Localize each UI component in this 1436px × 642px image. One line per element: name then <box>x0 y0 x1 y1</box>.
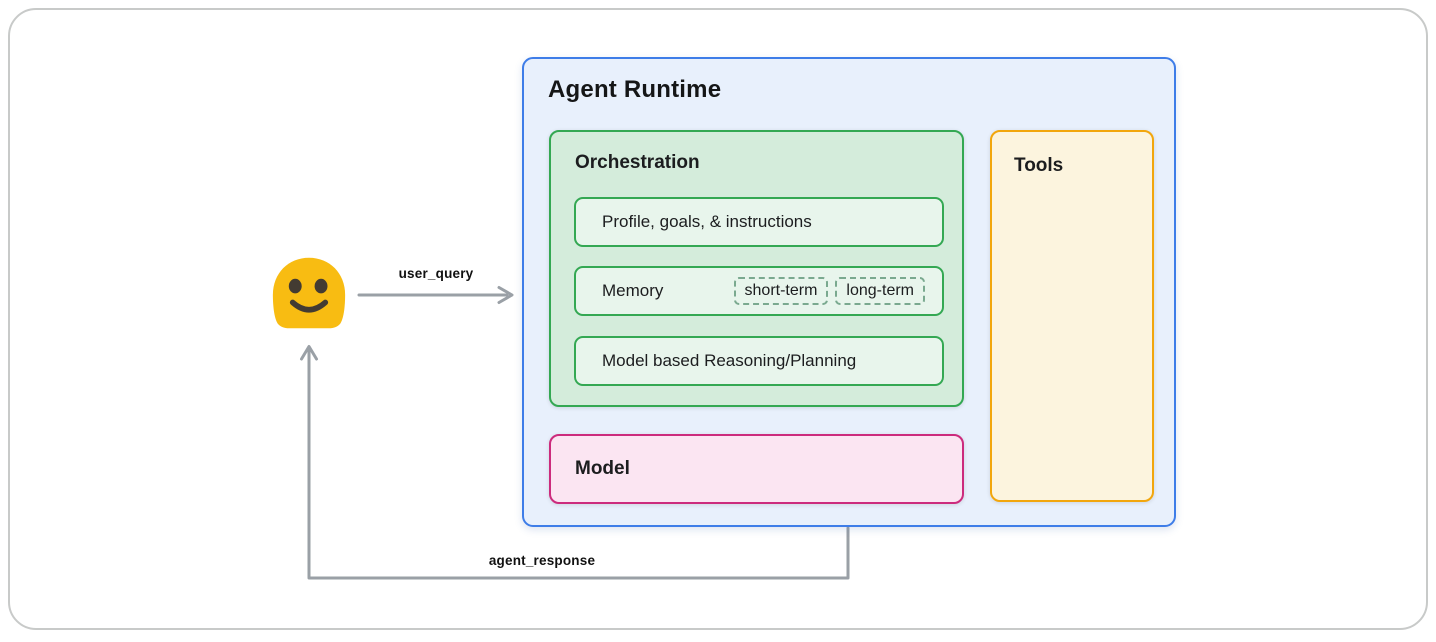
profile-goals-instructions-label: Profile, goals, & instructions <box>602 212 812 231</box>
reasoning-planning-label: Model based Reasoning/Planning <box>602 351 857 370</box>
agent-runtime-title: Agent Runtime <box>548 76 722 103</box>
agent-runtime-box: Agent Runtime Orchestration Profile, goa… <box>522 57 1176 527</box>
short-term-chip: short-term <box>733 277 829 305</box>
emoji-face <box>272 257 346 329</box>
user-query-label: user_query <box>398 266 474 281</box>
tools-box: Tools <box>990 130 1154 502</box>
emoji-left-eye <box>288 278 302 294</box>
long-term-chip: long-term <box>835 277 925 305</box>
orchestration-box: Orchestration Profile, goals, & instruct… <box>549 130 964 407</box>
user-emoji <box>272 257 346 329</box>
reasoning-planning-box: Model based Reasoning/Planning <box>574 336 944 386</box>
profile-goals-instructions-box: Profile, goals, & instructions <box>574 197 944 247</box>
emoji-right-eye <box>314 278 328 294</box>
memory-box: Memory short-term long-term <box>574 266 944 316</box>
tools-title: Tools <box>1014 155 1064 176</box>
emoji-smile <box>289 299 329 313</box>
memory-chips: short-term long-term <box>733 277 925 305</box>
orchestration-title: Orchestration <box>575 152 700 173</box>
agent-response-label: agent_response <box>488 553 596 568</box>
model-title: Model <box>575 458 630 479</box>
model-box: Model <box>549 434 964 504</box>
memory-label: Memory <box>602 281 664 300</box>
